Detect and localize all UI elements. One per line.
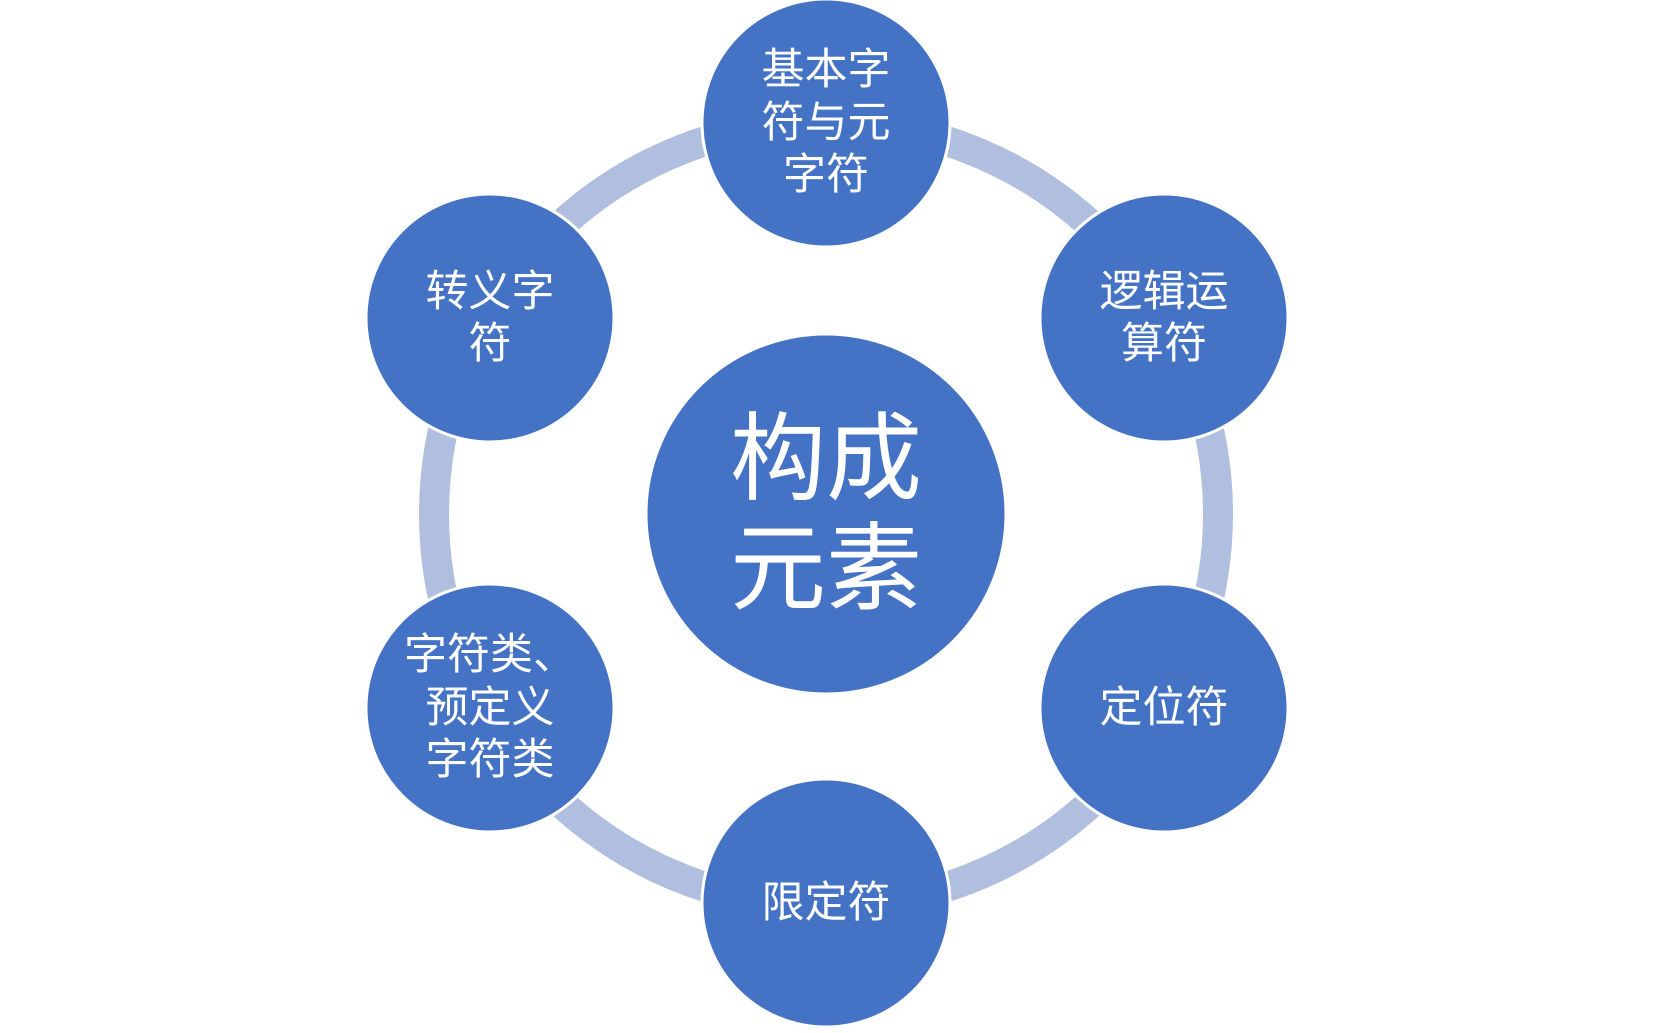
node-character-classes [364, 582, 616, 834]
center-label: 构成 元素 [730, 402, 922, 625]
node-escape-chars [364, 192, 616, 444]
node-anchors [1038, 582, 1290, 834]
node-label-basic-chars: 基本字 符与元 字符 [761, 45, 891, 201]
node-label-anchors: 定位符 [1099, 682, 1229, 733]
node-label-escape-chars: 转义字 符 [425, 266, 555, 369]
node-label-character-classes: 字符类、 预定义 字符类 [404, 630, 576, 786]
center-node [644, 332, 1008, 696]
node-label-logical-operators: 逻辑运 算符 [1099, 266, 1229, 369]
node-label-quantifiers: 限定符 [761, 877, 891, 928]
node-basic-chars [700, 0, 952, 249]
node-quantifiers [700, 777, 952, 1029]
node-logical-operators [1038, 192, 1290, 444]
